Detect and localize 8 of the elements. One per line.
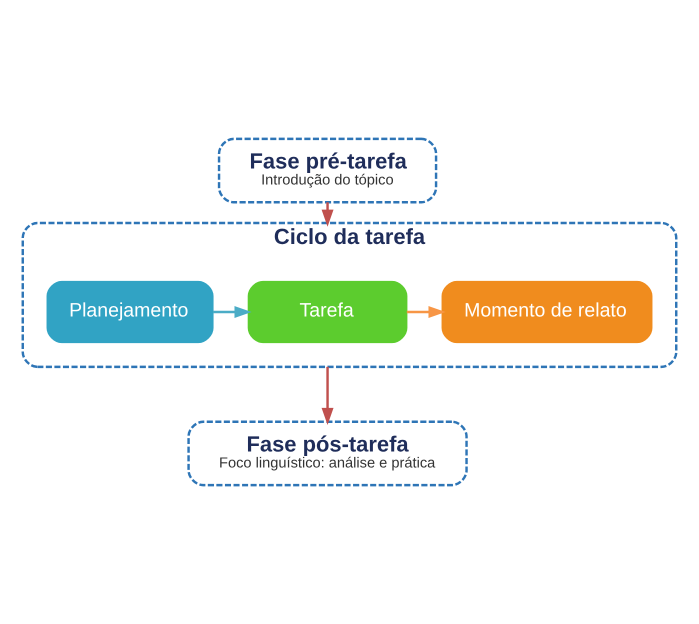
node-box: Fase pós-tarefa Foco linguístico: análise e prática [187, 420, 468, 486]
node-box: Tarefa [248, 280, 408, 344]
arrow [406, 306, 446, 318]
node-box: Momento de relato [442, 280, 652, 344]
node-box: Planejamento [46, 280, 214, 344]
arrow [213, 306, 252, 318]
node-box: Fase pré-tarefa Introdução do tópico [218, 138, 438, 204]
arrow [322, 366, 334, 426]
